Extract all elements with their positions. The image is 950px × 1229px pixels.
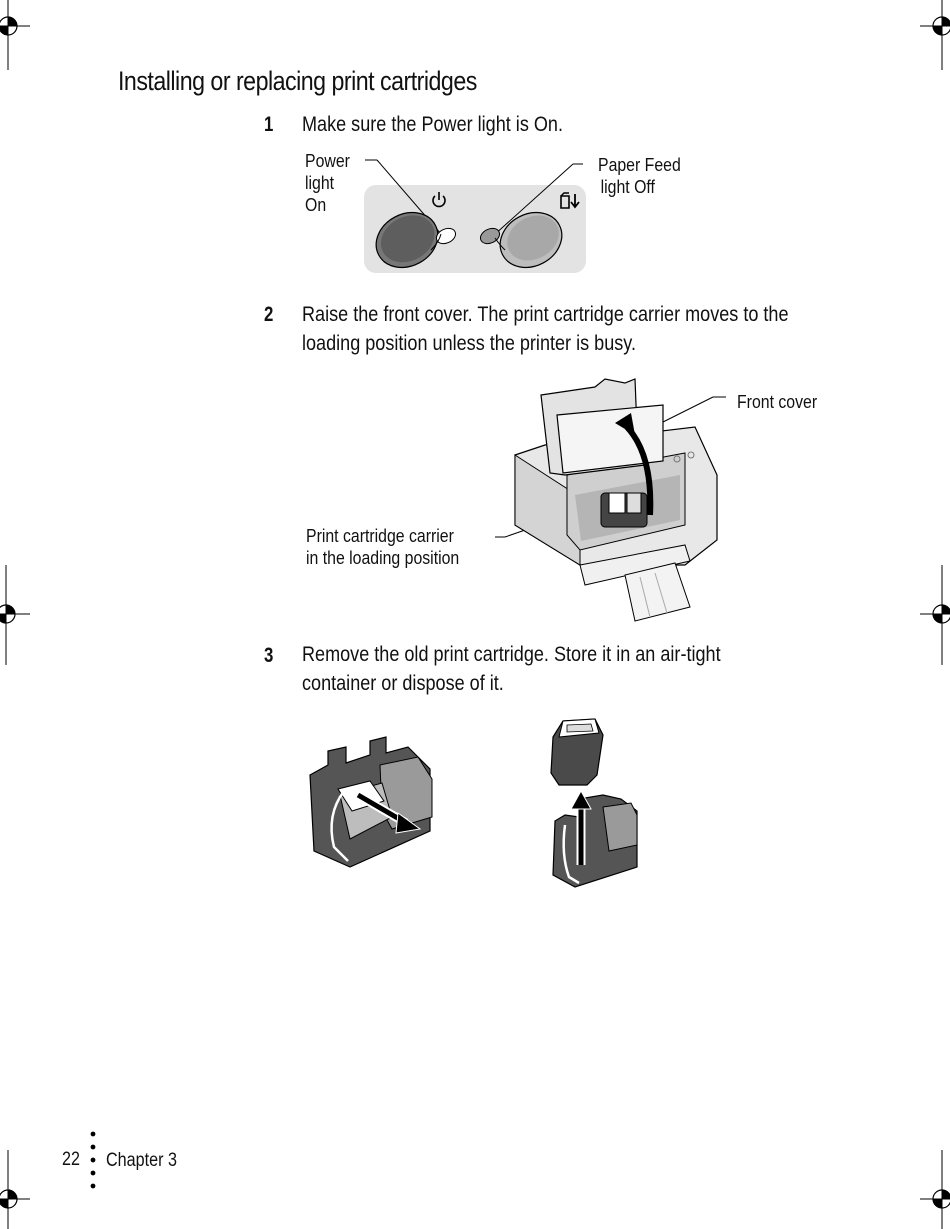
step-2-number: 2 bbox=[264, 303, 274, 326]
step-3-text-line-2: container or dispose of it. bbox=[302, 672, 504, 695]
callout-power-line-3: On bbox=[305, 195, 327, 215]
footer-dots-divider bbox=[90, 1131, 96, 1189]
registration-mark-bottom-left bbox=[0, 1150, 30, 1229]
callout-carrier-line-2: in the loading position bbox=[306, 548, 460, 568]
callout-paper-line-2: light Off bbox=[600, 177, 655, 197]
step-3-number: 3 bbox=[264, 644, 274, 667]
step-2-text-line-1: Raise the front cover. The print cartrid… bbox=[302, 303, 789, 326]
callout-carrier-line-1: Print cartridge carrier bbox=[306, 526, 454, 546]
registration-mark-mid-left bbox=[0, 565, 30, 665]
chapter-label: Chapter 3 bbox=[106, 1150, 177, 1171]
callout-front-cover: Front cover bbox=[737, 392, 818, 412]
registration-mark-top-left bbox=[0, 0, 30, 70]
page-title: Installing or replacing print cartridges bbox=[118, 66, 477, 96]
callout-paper-line-1: Paper Feed bbox=[598, 155, 681, 175]
printer-illustration bbox=[495, 378, 726, 622]
callout-carrier: Print cartridge carrier in the loading p… bbox=[306, 525, 459, 569]
step-1-number: 1 bbox=[264, 113, 274, 136]
registration-mark-mid-right bbox=[920, 565, 950, 665]
page-number: 22 bbox=[62, 1149, 80, 1170]
callout-power-line-2: light bbox=[305, 173, 335, 193]
cartridge-removal-illustration-2 bbox=[550, 718, 638, 888]
callout-power-light: Power light On bbox=[305, 150, 350, 216]
registration-mark-bottom-right bbox=[920, 1150, 950, 1229]
registration-mark-top-right bbox=[920, 0, 950, 70]
callout-paper-feed: Paper Feed light Off bbox=[598, 154, 681, 198]
up-arrow-icon bbox=[570, 789, 592, 865]
power-symbol-icon bbox=[432, 192, 446, 208]
callout-power-line-1: Power bbox=[305, 151, 350, 171]
step-3-text-line-1: Remove the old print cartridge. Store it… bbox=[302, 643, 721, 666]
step-2-text-line-2: loading position unless the printer is b… bbox=[302, 332, 636, 355]
paper-feed-icon bbox=[560, 192, 580, 209]
control-panel-illustration bbox=[364, 159, 586, 273]
cartridge-removal-illustration-1 bbox=[309, 736, 433, 868]
step-1-text: Make sure the Power light is On. bbox=[302, 113, 563, 136]
